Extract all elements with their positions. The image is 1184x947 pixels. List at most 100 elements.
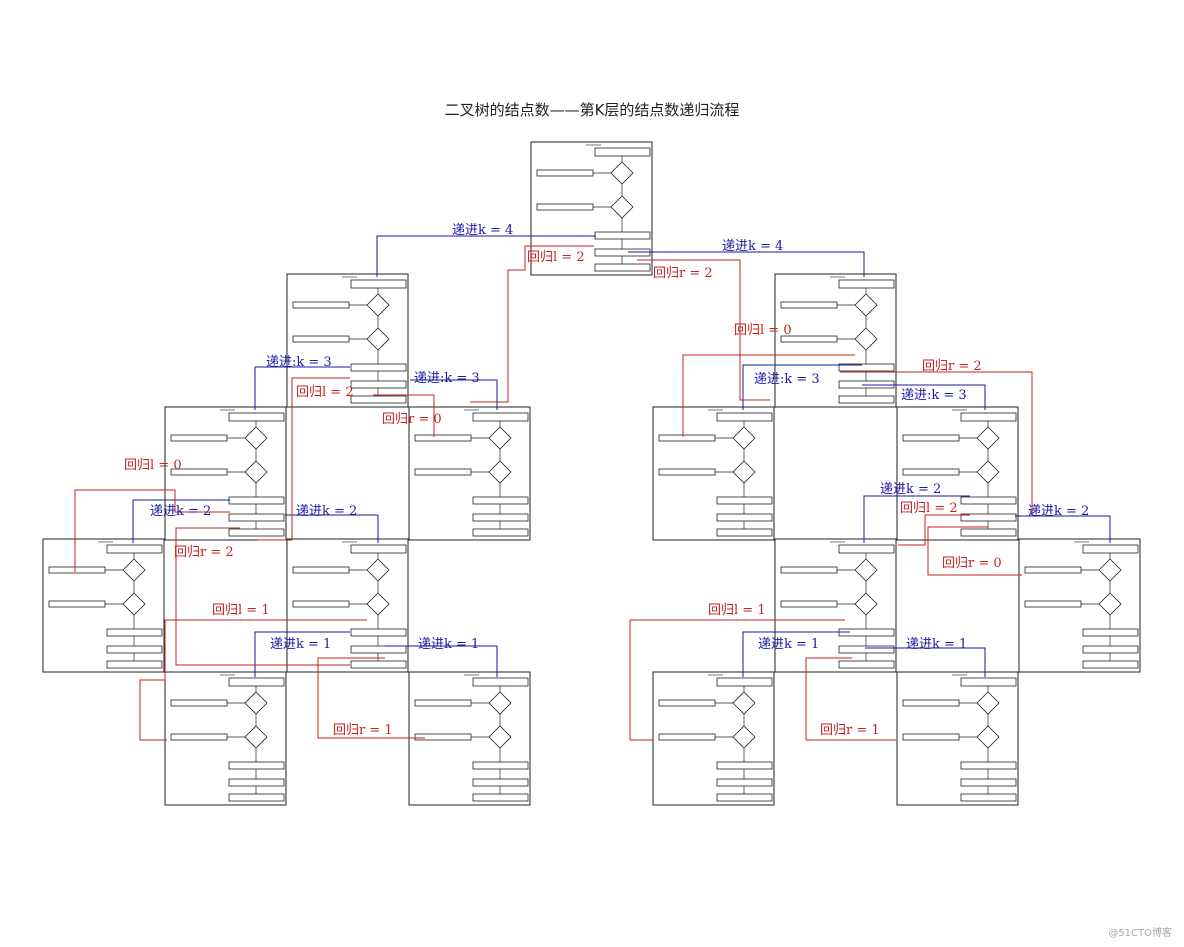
process-box bbox=[228, 761, 285, 770]
frame-border bbox=[652, 671, 775, 806]
frame-border bbox=[164, 671, 287, 806]
connector-k4-left bbox=[376, 235, 596, 277]
frame-border bbox=[286, 273, 409, 408]
label-descend-k2-c: 递进k = 2 bbox=[880, 482, 941, 497]
start-box bbox=[960, 677, 1017, 687]
decision-diamond bbox=[488, 725, 512, 749]
start-box bbox=[472, 412, 529, 422]
process-box bbox=[106, 645, 163, 654]
label-descend-k3-a: 递进:k = 3 bbox=[266, 355, 332, 370]
label-return-l0-a: 回归l = 0 bbox=[124, 458, 182, 473]
result-box bbox=[658, 733, 716, 741]
process-box bbox=[1082, 645, 1139, 654]
process-box bbox=[350, 660, 407, 669]
result-box bbox=[170, 733, 228, 741]
start-box bbox=[350, 544, 407, 554]
result-box bbox=[780, 335, 838, 343]
result-box bbox=[780, 600, 838, 608]
frame-l2-d bbox=[896, 406, 1019, 541]
process-box bbox=[472, 513, 529, 522]
process-box bbox=[716, 496, 773, 505]
start-box bbox=[716, 677, 773, 687]
decision-diamond bbox=[366, 592, 390, 616]
process-box bbox=[960, 778, 1017, 787]
process-box bbox=[228, 778, 285, 787]
return-l1-a bbox=[139, 619, 367, 741]
process-box bbox=[716, 513, 773, 522]
start-box bbox=[1082, 544, 1139, 554]
connector-k1-a bbox=[254, 631, 350, 677]
process-box bbox=[350, 380, 407, 389]
connector-k2-a bbox=[132, 499, 230, 543]
label-descend-k2-a: 递进k = 2 bbox=[150, 504, 211, 519]
label-descend-k1-d: 递进k = 1 bbox=[906, 637, 967, 652]
descend-connectors bbox=[132, 235, 1111, 677]
result-box bbox=[1024, 566, 1082, 574]
decision-diamond bbox=[488, 426, 512, 450]
start-box bbox=[228, 412, 285, 422]
label-descend-k1-c: 递进k = 1 bbox=[758, 637, 819, 652]
watermark: @51CTO博客 bbox=[1108, 928, 1172, 939]
return-r0-left bbox=[373, 394, 435, 437]
return-r2-root bbox=[637, 259, 770, 401]
result-box bbox=[292, 335, 350, 343]
label-descend-k3-d: 递进:k = 3 bbox=[901, 388, 967, 403]
process-box bbox=[960, 761, 1017, 770]
process-box bbox=[960, 528, 1017, 537]
return-r1-a bbox=[317, 657, 425, 739]
decision-diamond bbox=[854, 558, 878, 582]
connector-k3-b bbox=[410, 379, 498, 410]
result-box bbox=[292, 600, 350, 608]
process-box bbox=[350, 628, 407, 637]
start-box bbox=[960, 412, 1017, 422]
decision-diamond bbox=[610, 161, 634, 185]
process-box bbox=[472, 778, 529, 787]
start-box bbox=[472, 677, 529, 687]
result-box bbox=[902, 468, 960, 476]
decision-diamond bbox=[1098, 592, 1122, 616]
label-return-r1-a: 回归r = 1 bbox=[333, 723, 393, 738]
result-box bbox=[1024, 600, 1082, 608]
label-descend-k1-a: 递进k = 1 bbox=[270, 637, 331, 652]
process-box bbox=[472, 496, 529, 505]
process-box bbox=[838, 395, 895, 404]
result-box bbox=[48, 566, 106, 574]
decision-diamond bbox=[854, 327, 878, 351]
frame-border bbox=[774, 538, 897, 673]
frame-root bbox=[530, 141, 653, 276]
label-return-l2-root: 回归l = 2 bbox=[527, 250, 585, 265]
result-box bbox=[414, 733, 472, 741]
result-box bbox=[780, 566, 838, 574]
frame-border bbox=[896, 406, 1019, 541]
decision-diamond bbox=[854, 293, 878, 317]
flowchart-frames bbox=[42, 141, 1141, 806]
label-return-l1-b: 回归l = 1 bbox=[708, 603, 766, 618]
connector-k2-d bbox=[1015, 515, 1111, 543]
result-box bbox=[658, 699, 716, 707]
return-r0-c bbox=[927, 526, 1022, 576]
diagram-title: 二叉树的结点数——第K层的结点数递归流程 bbox=[444, 101, 740, 119]
decision-diamond bbox=[122, 592, 146, 616]
decision-diamond bbox=[244, 725, 268, 749]
process-box bbox=[350, 395, 407, 404]
process-box bbox=[716, 778, 773, 787]
decision-diamond bbox=[366, 293, 390, 317]
result-box bbox=[48, 600, 106, 608]
label-return-r2-a: 回归r = 2 bbox=[174, 545, 234, 560]
process-box bbox=[1082, 660, 1139, 669]
frame-l3-d bbox=[1018, 538, 1141, 673]
return-l2-root bbox=[470, 245, 594, 403]
decision-diamond bbox=[610, 195, 634, 219]
result-box bbox=[902, 733, 960, 741]
process-box bbox=[716, 761, 773, 770]
connector-k3-d bbox=[862, 384, 986, 410]
process-box bbox=[594, 263, 651, 272]
label-return-r0-left: 回归r = 0 bbox=[382, 412, 442, 427]
decision-diamond bbox=[1098, 558, 1122, 582]
connector-k3-c bbox=[742, 364, 862, 410]
decision-diamond bbox=[732, 725, 756, 749]
result-box bbox=[536, 203, 594, 211]
result-box bbox=[414, 468, 472, 476]
decision-diamond bbox=[366, 327, 390, 351]
process-box bbox=[106, 660, 163, 669]
